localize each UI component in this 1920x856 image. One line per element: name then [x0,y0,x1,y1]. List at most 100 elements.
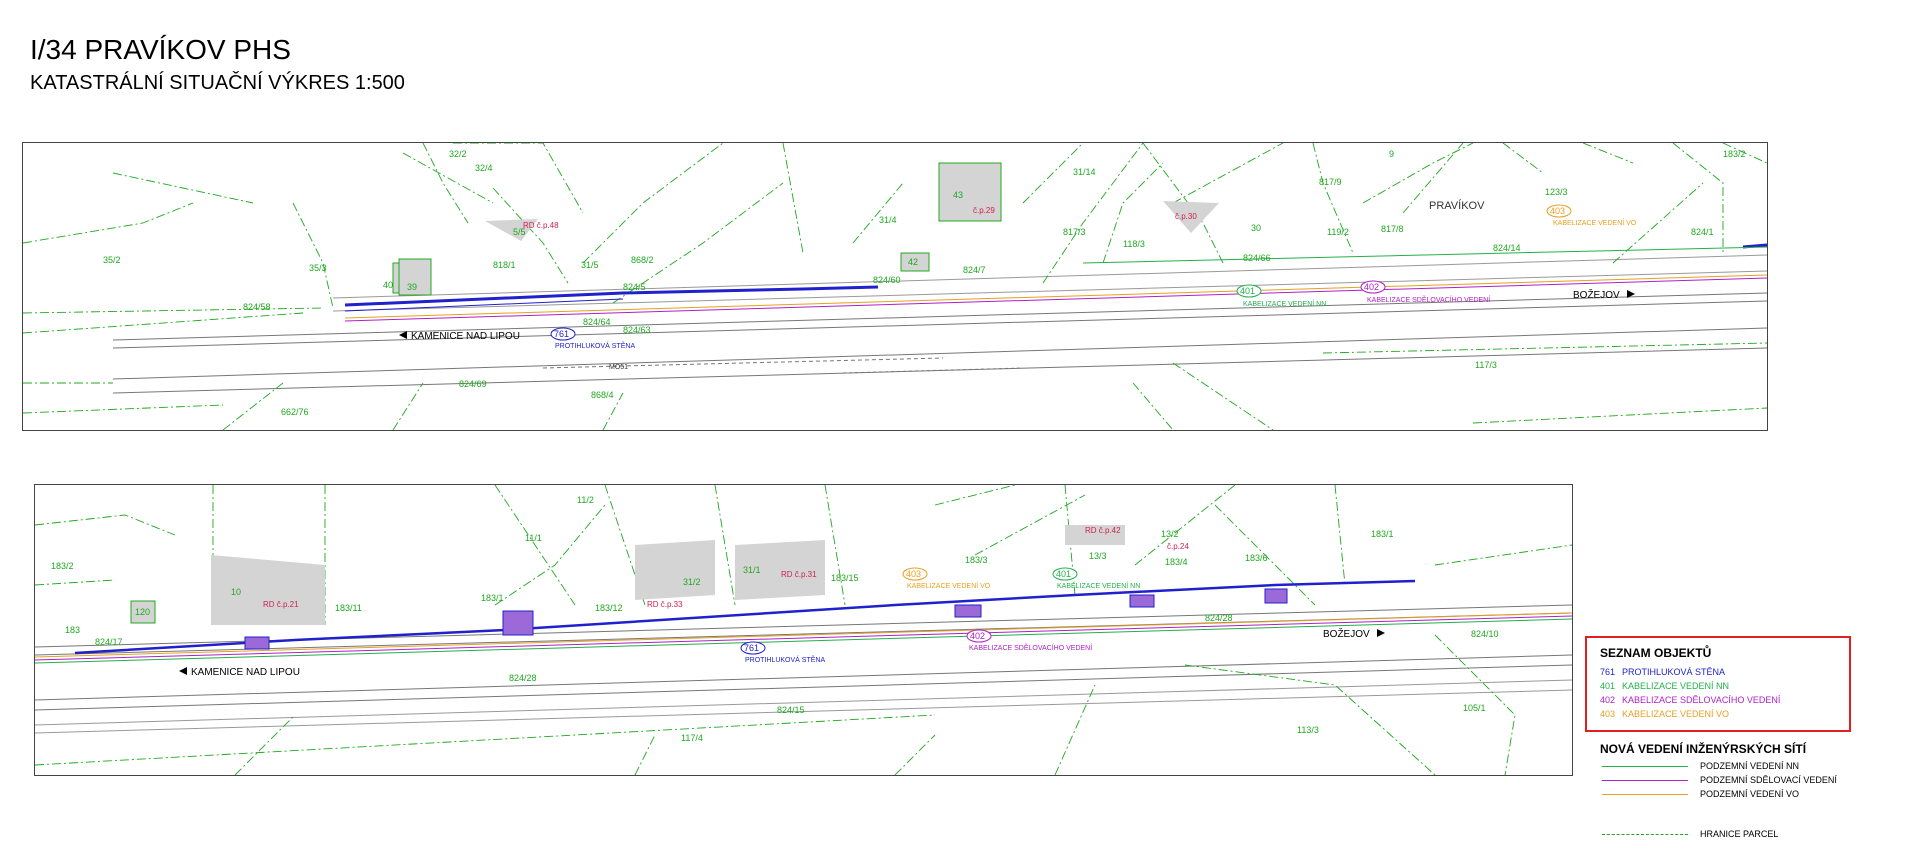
parcel-label: 824/28 [1205,613,1233,623]
direction-bozejov-bottom: BOŽEJOV [1323,627,1385,640]
legend-label: PROTIHLUKOVÁ STĚNA [1622,667,1726,677]
object-code: 403 [1550,206,1565,216]
parcel-label: 824/28 [509,673,537,683]
object-code: 403 [906,569,921,579]
object-401-tag-top: 401 KABELIZACE VEDENÍ NN [1236,284,1326,308]
parcel-label: 119/2 [1327,227,1349,237]
parcel-label: 183/3 [965,555,988,565]
parcel-label: 824/7 [963,265,986,275]
parcel-label: 824/60 [873,275,901,285]
parcel-label: 105/1 [1463,703,1486,713]
object-label: KABELIZACE VEDENÍ VO [907,581,991,590]
parcel-label: 183/15 [831,573,859,583]
legend-code: 403 [1600,709,1616,719]
parcel-label: 824/10 [1471,629,1499,639]
network-legend-parcel-boundary: HRANICE PARCEL [1600,828,1850,840]
line-swatch [1602,780,1688,781]
object-label: KABELIZACE SDĚLOVACÍHO VEDENÍ [969,643,1092,652]
parcel-label: 30 [1251,223,1261,233]
noise-wall [74,579,1416,655]
network-label: PODZEMNÍ VEDENÍ VO [1700,789,1800,799]
parcel-label: 13/2 [1161,529,1179,539]
parcel-label: 868/2 [631,255,654,265]
object-label: PROTIHLUKOVÁ STĚNA [745,655,825,664]
legend-code: 402 [1600,695,1616,705]
parcel-label: 824/66 [1243,253,1271,263]
object-legend-title: SEZNAM OBJEKTŮ [1600,646,1712,660]
parcel-label: 183/1 [481,593,504,603]
parcel-label: 183/2 [1723,149,1746,159]
line-swatch [1602,834,1688,835]
building-labels-top: RD č.p.48 č.p.29 č.p.30 [523,206,1197,230]
object-code: 761 [554,329,569,339]
legend-item-401: 401 KABELIZACE VEDENÍ NN [1600,680,1729,692]
cable-routes [35,612,1572,664]
parcel-label: 824/17 [95,637,123,647]
network-legend-vo: PODZEMNÍ VEDENÍ VO [1600,788,1850,800]
parcel-label: 32/4 [475,163,493,173]
parcel-label: 32/2 [449,149,467,159]
network-label: HRANICE PARCEL [1700,829,1779,839]
parcel-label: 817/8 [1381,224,1404,234]
parcel-label: 817/9 [1319,177,1342,187]
object-403-tag-bottom: 403 KABELIZACE VEDENÍ VO [902,567,991,590]
building-label: MO51 [609,364,628,371]
building-label: č.p.29 [973,206,995,215]
parcel-label: 31/5 [581,260,599,270]
parcel-label: 42 [908,257,918,267]
parcel-label: 40 [383,280,393,290]
direction-label: BOŽEJOV [1573,288,1620,301]
parcel-label: 183 [65,625,80,635]
object-code: 401 [1240,286,1255,296]
object-code: 402 [1364,282,1379,292]
buildings [130,525,1125,625]
line-swatch [1602,794,1688,795]
network-label: PODZEMNÍ SDĚLOVACÍ VEDENÍ [1700,775,1837,785]
parcel-label: 9 [1389,149,1394,159]
parcel-label: 818/1 [493,260,516,270]
buildings [392,162,1219,296]
parcel-label: 183/1 [1371,529,1394,539]
legend-code: 401 [1600,681,1616,691]
building-labels-bottom: RD č.p.21 RD č.p.33 RD č.p.31 RD č.p.42 … [263,526,1189,609]
map-panel-top[interactable]: 35/2 35/3 32/2 32/4 5/5 40 39 818/1 31/5… [22,142,1768,431]
parcel-label: 43 [953,190,963,200]
object-401-tag-bottom: 401 KABELIZACE VEDENÍ NN [1052,567,1140,590]
direction-label: BOŽEJOV [1323,627,1370,640]
parcel-label: 824/14 [1493,243,1521,253]
network-legend-title: NOVÁ VEDENÍ INŽENÝRSKÝCH SÍTÍ [1600,742,1807,756]
parcel-label: 824/15 [777,705,805,715]
network-legend-telecom: PODZEMNÍ SDĚLOVACÍ VEDENÍ [1600,774,1850,786]
parcel-label: 183/6 [1245,553,1268,563]
parcel-label: 31/2 [683,577,701,587]
object-code: 401 [1056,569,1071,579]
object-402-tag-top: 402 KABELIZACE SDĚLOVACÍHO VEDENÍ [1360,280,1490,304]
map-labels-bottom: 183/2 120 183 824/17 10 183/11 11/2 11/1… [51,495,1499,743]
parcel-label: 10 [231,587,241,597]
object-label: KABELIZACE VEDENÍ NN [1243,299,1326,308]
parcel-label: 117/4 [681,733,703,743]
object-761-tag-bottom: 761 PROTIHLUKOVÁ STĚNA [740,641,825,664]
parcel-boundaries [23,143,1767,430]
direction-kamenice-bottom: KAMENICE NAD LIPOU [179,667,300,678]
network-label: PODZEMNÍ VEDENÍ NN [1700,761,1800,771]
parcel-label: 123/3 [1545,187,1568,197]
parcel-label: 183/11 [335,603,362,613]
cable-routes [344,246,1767,322]
building-label: č.p.30 [1175,212,1197,221]
building-label: č.p.24 [1167,542,1189,551]
parcel-label: 35/3 [309,263,327,273]
map-panel-bottom[interactable]: 183/2 120 183 824/17 10 183/11 11/2 11/1… [34,484,1573,776]
legend-label: KABELIZACE SDĚLOVACÍHO VEDENÍ [1622,695,1781,705]
object-403-tag-top: 403 KABELIZACE VEDENÍ VO [1546,204,1637,227]
legend-label: KABELIZACE VEDENÍ NN [1622,681,1730,691]
network-legend-nn: PODZEMNÍ VEDENÍ NN [1600,760,1850,772]
direction-bozejov-top: BOŽEJOV [1573,288,1635,301]
direction-kamenice-top: KAMENICE NAD LIPOU [399,331,520,342]
object-label: KABELIZACE VEDENÍ NN [1057,581,1140,590]
legend-item-402: 402 KABELIZACE SDĚLOVACÍHO VEDENÍ [1600,694,1780,706]
parcel-label: 31/1 [743,565,761,575]
object-label: KABELIZACE SDĚLOVACÍHO VEDENÍ [1367,295,1490,304]
